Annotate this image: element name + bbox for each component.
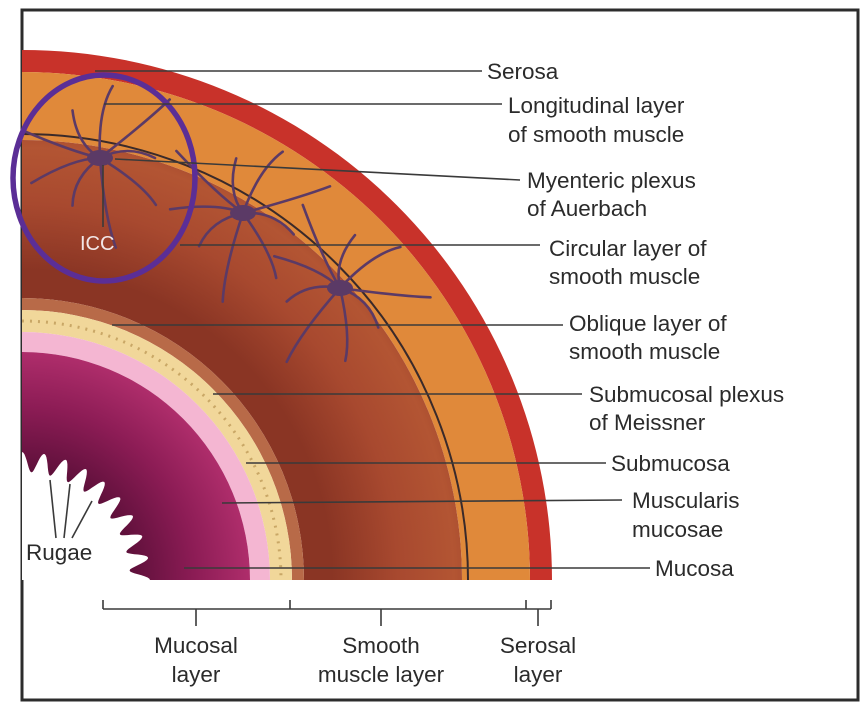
label-myenteric-2: of Auerbach [527,196,647,221]
bracket-serosal-1: Serosal [500,633,576,658]
bracket-smooth-1: Smooth [342,633,420,658]
label-muscularis-1: Muscularis [632,488,740,513]
label-oblique-2: smooth muscle [569,339,720,364]
label-serosa: Serosa [487,59,559,84]
label-submucosal-plexus-2: of Meissner [589,410,706,435]
icc-cell-body [87,150,113,166]
label-icc: ICC [80,233,114,255]
bracket-serosal-2: layer [514,662,563,687]
bracket-mucosal-1: Mucosal [154,633,238,658]
label-submucosa: Submucosa [611,451,730,476]
label-rugae: Rugae [26,540,92,565]
label-circular-2: smooth muscle [549,264,700,289]
label-muscularis-2: mucosae [632,517,723,542]
label-mucosa: Mucosa [655,556,734,581]
icc-cell-body [230,205,256,221]
label-submucosal-plexus-1: Submucosal plexus [589,382,784,407]
label-circular-1: Circular layer of [549,236,707,261]
bracket-smooth-2: muscle layer [318,662,445,687]
label-myenteric-1: Myenteric plexus [527,168,696,193]
label-oblique-1: Oblique layer of [569,311,727,336]
label-longitudinal-2: of smooth muscle [508,122,684,147]
label-longitudinal-1: Longitudinal layer [508,93,685,118]
icc-cell-body [327,280,353,296]
bracket-mucosal-2: layer [172,662,221,687]
